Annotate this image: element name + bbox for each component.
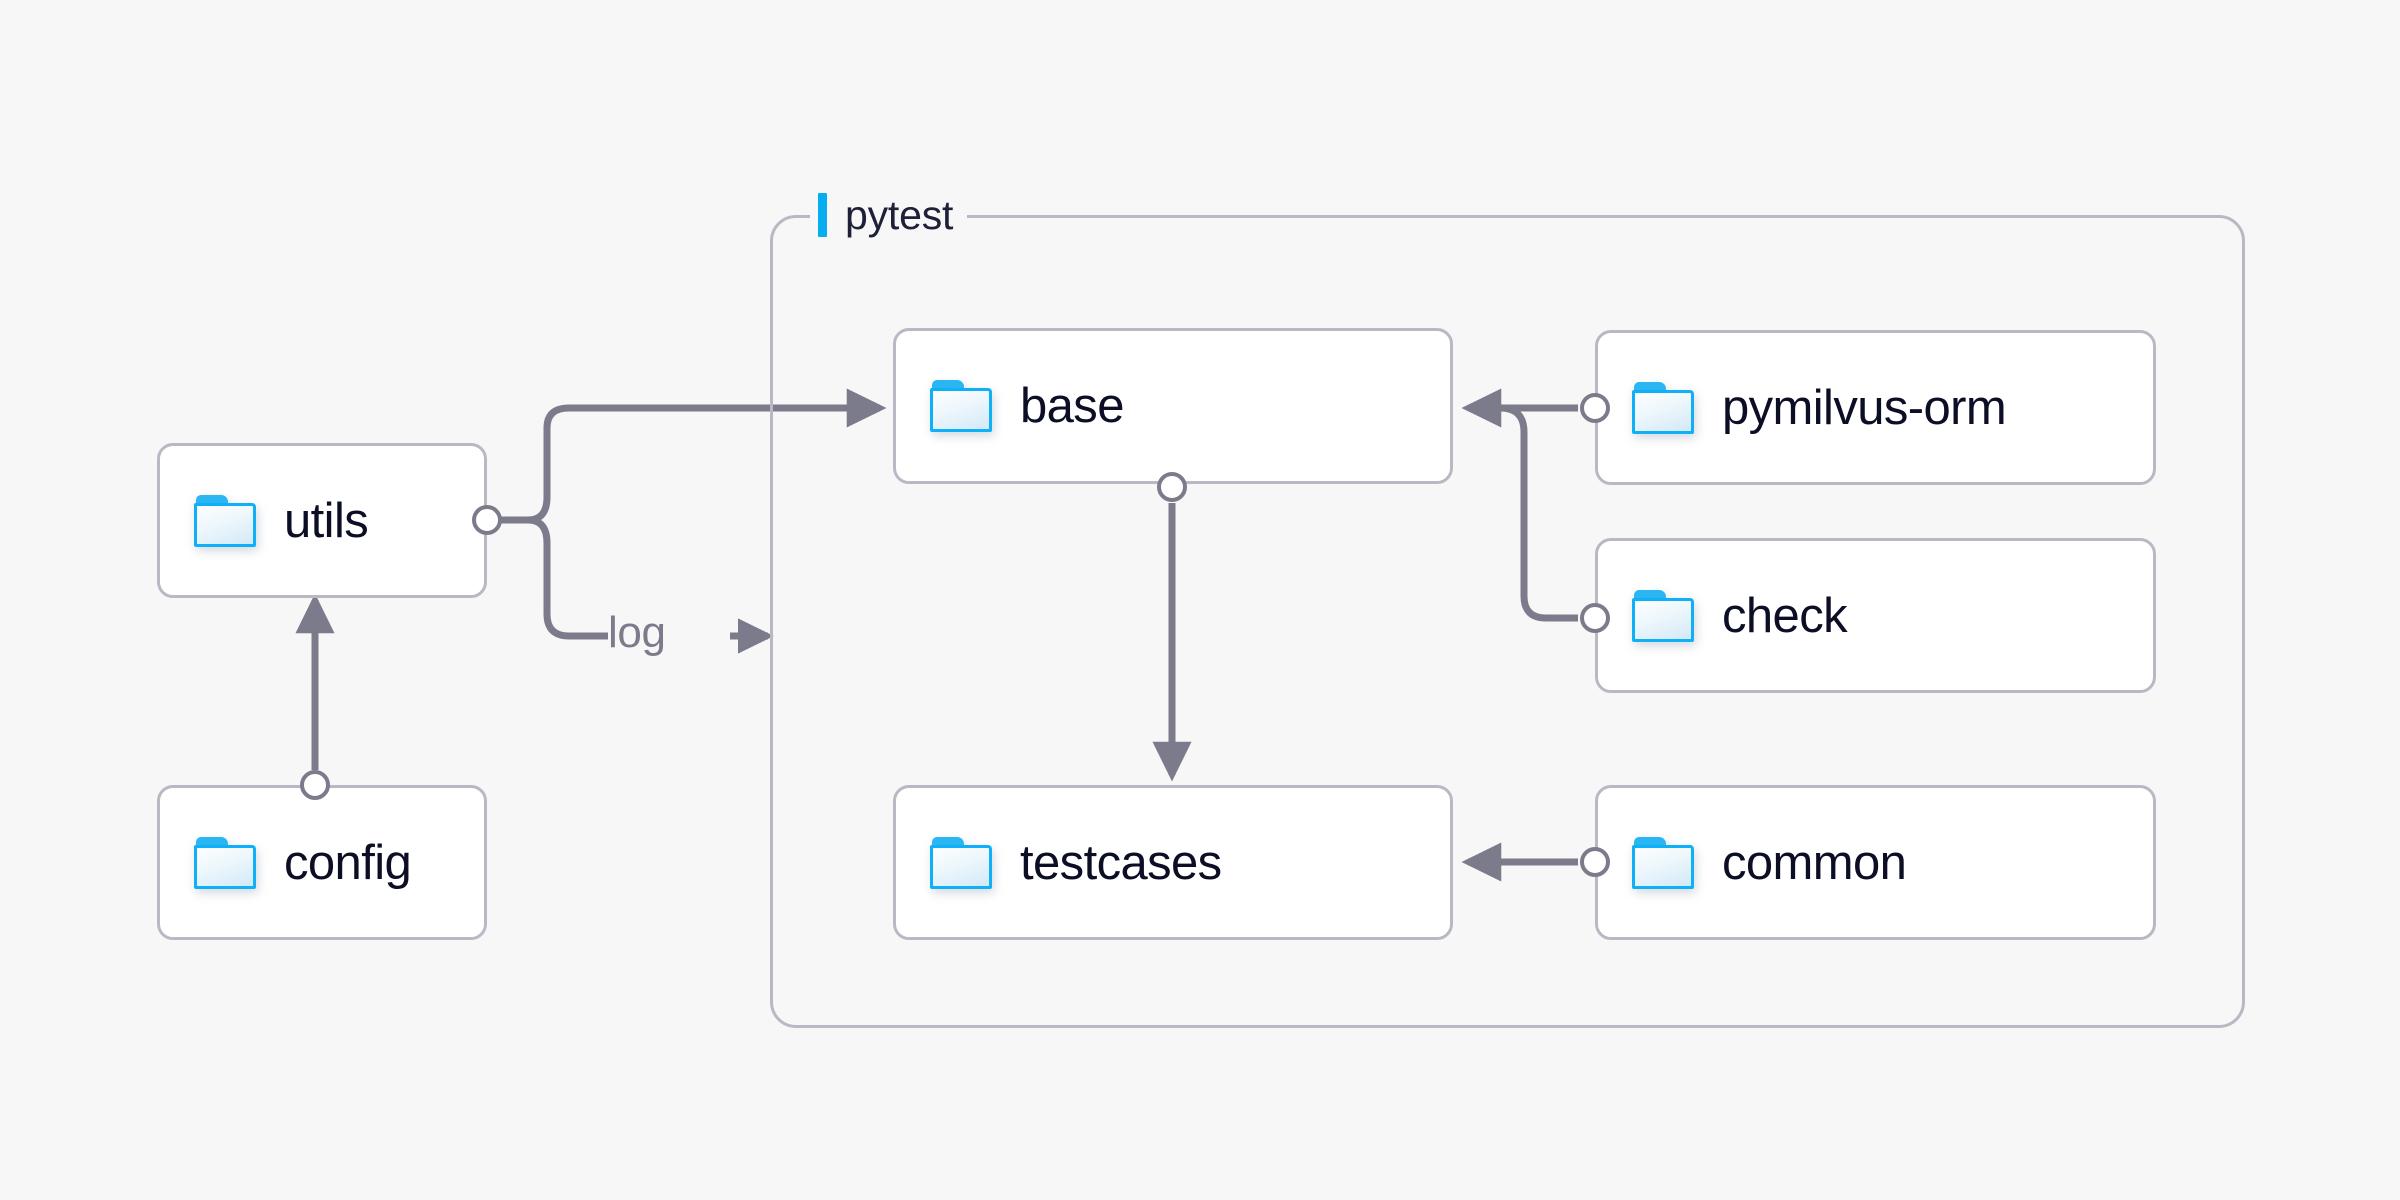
port-common-left[interactable]: [1580, 847, 1610, 877]
folder-icon: [1632, 589, 1694, 642]
folder-icon: [930, 380, 992, 432]
node-pymilvus-orm-label: pymilvus-orm: [1722, 380, 2007, 435]
node-common[interactable]: common: [1595, 785, 2156, 940]
port-base-bottom[interactable]: [1157, 472, 1187, 502]
node-utils-label: utils: [284, 493, 369, 548]
edge-label-log: log: [608, 608, 666, 657]
node-testcases-label: testcases: [1020, 835, 1222, 890]
group-pytest-title: pytest: [810, 185, 968, 245]
group-pytest[interactable]: [770, 215, 2245, 1028]
node-base[interactable]: base: [893, 328, 1453, 484]
folder-icon: [194, 494, 256, 547]
group-pytest-label: pytest: [845, 191, 954, 238]
node-config-label: config: [284, 835, 412, 890]
node-testcases[interactable]: testcases: [893, 785, 1453, 940]
node-check[interactable]: check: [1595, 538, 2156, 693]
accent-tick-icon: [818, 193, 827, 237]
port-pymilvus-orm-left[interactable]: [1580, 393, 1610, 423]
node-common-label: common: [1722, 835, 1907, 890]
node-config[interactable]: config: [157, 785, 487, 940]
folder-icon: [1632, 836, 1694, 889]
folder-icon: [1632, 381, 1694, 434]
node-utils[interactable]: utils: [157, 443, 487, 598]
node-base-label: base: [1020, 379, 1124, 433]
port-utils-right[interactable]: [472, 505, 502, 535]
node-check-label: check: [1722, 588, 1848, 643]
node-pymilvus-orm[interactable]: pymilvus-orm: [1595, 330, 2156, 485]
port-config-top[interactable]: [300, 770, 330, 800]
folder-icon: [930, 836, 992, 889]
port-check-left[interactable]: [1580, 603, 1610, 633]
folder-icon: [194, 836, 256, 889]
